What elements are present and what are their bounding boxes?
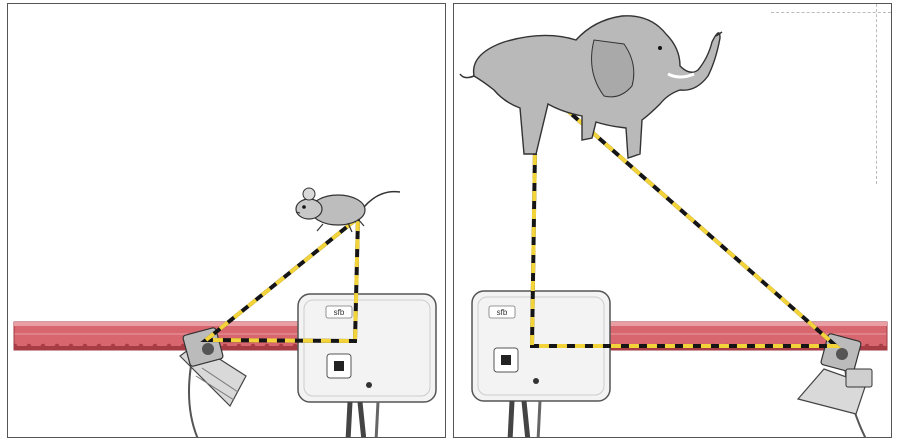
device-logo-text: sfb <box>334 308 345 317</box>
device-logo: sfb <box>489 306 515 318</box>
device-led <box>533 378 539 384</box>
device-led <box>366 382 372 388</box>
elephant <box>460 16 722 158</box>
device: sfb <box>298 294 436 438</box>
mouse-panel: sfb <box>7 3 446 438</box>
device-logo: sfb <box>326 306 352 318</box>
rail <box>14 322 314 350</box>
mouse-scene: sfb <box>8 4 446 438</box>
device-keypad <box>494 348 518 372</box>
device: sfb <box>472 291 610 438</box>
elephant-panel: sfb <box>453 3 892 438</box>
device-logo-text: sfb <box>497 308 508 317</box>
device-keypad <box>327 354 351 378</box>
elephant-scene: sfb <box>454 4 892 438</box>
